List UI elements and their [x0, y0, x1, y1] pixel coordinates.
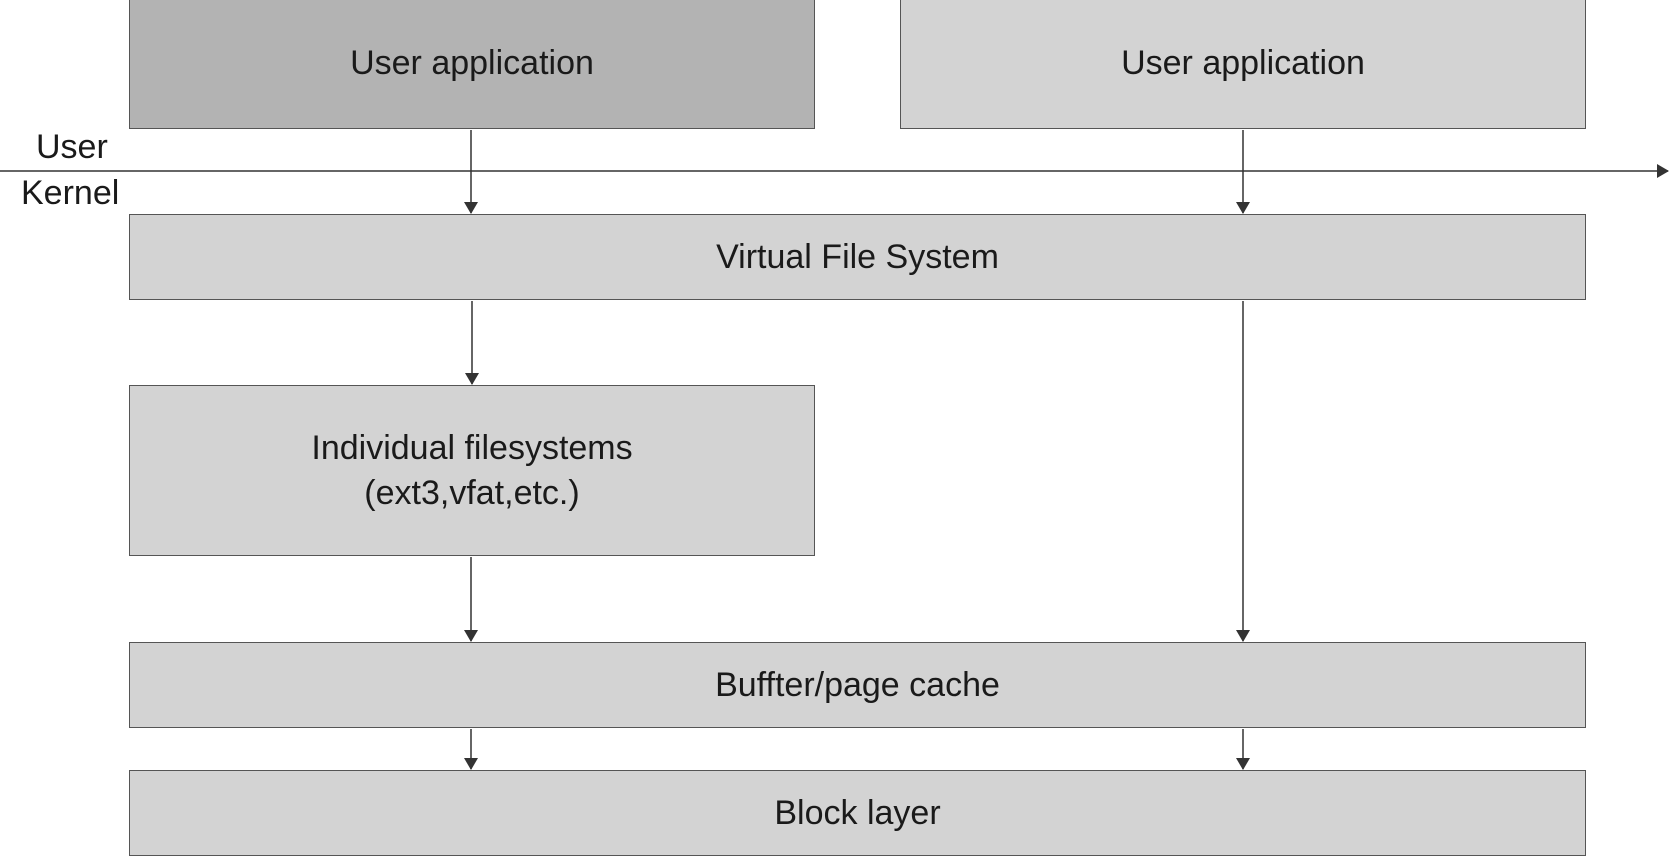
page-cache-box: Buffter/page cache: [129, 642, 1586, 728]
user-application-left-label: User application: [350, 44, 594, 83]
virtual-file-system-label: Virtual File System: [716, 237, 999, 276]
user-application-left-box: User application: [129, 0, 815, 129]
user-space-label: User: [36, 128, 108, 166]
page-cache-label: Buffter/page cache: [715, 665, 1000, 704]
virtual-file-system-box: Virtual File System: [129, 214, 1586, 300]
block-layer-label: Block layer: [774, 793, 941, 832]
user-application-right-box: User application: [900, 0, 1586, 129]
user-application-right-label: User application: [1121, 44, 1365, 83]
individual-filesystems-label: Individual filesystems (ext3,vfat,etc.): [311, 429, 633, 512]
block-layer-box: Block layer: [129, 770, 1586, 856]
individual-filesystems-box: Individual filesystems (ext3,vfat,etc.): [129, 385, 815, 556]
kernel-space-label: Kernel: [21, 174, 120, 212]
